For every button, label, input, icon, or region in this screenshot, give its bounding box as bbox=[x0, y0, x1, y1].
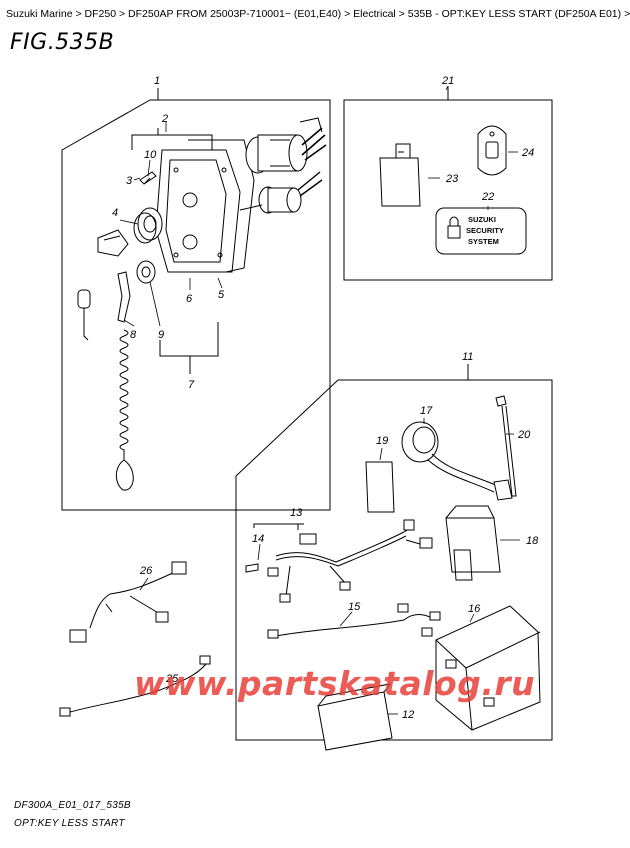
control-module-18 bbox=[445, 505, 501, 581]
wire-harness-13 bbox=[253, 519, 433, 603]
callout-20: 20 bbox=[517, 429, 531, 441]
callout-14: 14 bbox=[252, 533, 264, 545]
callout-15: 15 bbox=[348, 601, 361, 613]
breadcrumb: Suzuki Marine > DF250 > DF250AP FROM 250… bbox=[6, 8, 630, 21]
breadcrumb-separator: > bbox=[118, 8, 126, 20]
callout-4: 4 bbox=[112, 207, 118, 219]
breadcrumb-item-electrical[interactable]: Electrical bbox=[353, 8, 396, 20]
figure-caption: OPT:KEY LESS START bbox=[14, 818, 125, 829]
callout-11: 11 bbox=[462, 351, 473, 363]
leader-lines bbox=[119, 85, 520, 715]
assembly-box-21 bbox=[343, 99, 553, 281]
antenna-reader-17 bbox=[401, 421, 513, 501]
cable-tie-20 bbox=[495, 395, 517, 497]
breadcrumb-separator: > bbox=[344, 8, 351, 20]
breadcrumb-separator: > bbox=[398, 8, 405, 20]
figure-title: FIG.535B bbox=[10, 30, 115, 55]
smart-key-23 bbox=[379, 143, 421, 207]
lanyard-clip bbox=[117, 271, 131, 323]
callout-21: 21 bbox=[441, 75, 454, 87]
key-knob bbox=[97, 229, 129, 257]
security-label-card-22 bbox=[435, 207, 527, 255]
wire-harness-25 bbox=[59, 655, 211, 717]
breadcrumb-separator: > bbox=[624, 8, 630, 20]
label-card-line-3: SYSTEM bbox=[468, 237, 499, 246]
label-card-line-1: SUZUKI bbox=[468, 215, 496, 224]
callout-25: 25 bbox=[165, 673, 179, 685]
callout-26: 26 bbox=[139, 565, 153, 577]
callout-22: 22 bbox=[481, 191, 494, 203]
callout-12: 12 bbox=[402, 709, 414, 721]
breadcrumb-item-current-page[interactable]: 535B - OPT:KEY LESS START (DF250A E01) bbox=[407, 8, 622, 20]
label-card-line-2: SECURITY bbox=[466, 226, 504, 235]
callout-7: 7 bbox=[188, 379, 195, 391]
assembly-box-11 bbox=[235, 379, 553, 741]
parts-diagram: 1 2 3 4 5 6 7 8 9 10 11 12 13 14 15 16 1… bbox=[59, 75, 553, 751]
watermark: www.partskatalog.ru bbox=[134, 664, 536, 703]
leader-line-7 bbox=[159, 322, 219, 374]
breadcrumb-separator: > bbox=[75, 8, 85, 20]
security-label-text: SUZUKI SECURITY SYSTEM bbox=[466, 215, 504, 246]
gasket bbox=[188, 139, 255, 273]
callout-18: 18 bbox=[526, 535, 539, 547]
callout-5: 5 bbox=[218, 289, 225, 301]
coiled-lanyard bbox=[119, 329, 129, 460]
control-unit-16 bbox=[435, 605, 541, 731]
screw-14 bbox=[245, 563, 259, 573]
assembly-box-1 bbox=[61, 99, 331, 511]
callout-23: 23 bbox=[445, 173, 459, 185]
label-sheet-19 bbox=[365, 461, 395, 513]
switch-connector-lower bbox=[239, 171, 323, 214]
key bbox=[77, 289, 91, 341]
leader-line-2 bbox=[131, 128, 213, 150]
key-fob-24 bbox=[477, 125, 507, 176]
figure-code: DF300A_E01_017_535B bbox=[14, 800, 131, 811]
wire-harness-15 bbox=[267, 603, 441, 639]
callout-2: 2 bbox=[161, 113, 168, 125]
nut-9 bbox=[136, 260, 156, 284]
breadcrumb-item-model[interactable]: DF250 bbox=[84, 8, 117, 20]
lanyard-loop bbox=[115, 459, 134, 491]
callout-labels: 1 2 3 4 5 6 7 8 9 10 11 12 13 14 15 16 1… bbox=[112, 75, 539, 721]
callout-10: 10 bbox=[144, 149, 157, 161]
breadcrumb-item-suzuki-marine[interactable]: Suzuki Marine bbox=[6, 8, 73, 20]
callout-17: 17 bbox=[420, 405, 433, 417]
callout-13: 13 bbox=[290, 507, 303, 519]
switch-connector-upper bbox=[245, 117, 327, 174]
callout-19: 19 bbox=[376, 435, 388, 447]
callout-16: 16 bbox=[468, 603, 481, 615]
breadcrumb-item-serial-range[interactable]: DF250AP FROM 25003P-710001~ (E01,E40) bbox=[128, 8, 342, 20]
callout-3: 3 bbox=[126, 175, 133, 187]
callout-24: 24 bbox=[521, 147, 534, 159]
wire-harness-26 bbox=[69, 561, 187, 643]
callout-6: 6 bbox=[186, 293, 193, 305]
callout-1: 1 bbox=[154, 75, 160, 87]
nut-4 bbox=[133, 207, 163, 244]
callout-8: 8 bbox=[130, 329, 137, 341]
panel-plate bbox=[155, 149, 241, 273]
cover-case-12 bbox=[317, 683, 393, 751]
callout-9: 9 bbox=[158, 329, 164, 341]
